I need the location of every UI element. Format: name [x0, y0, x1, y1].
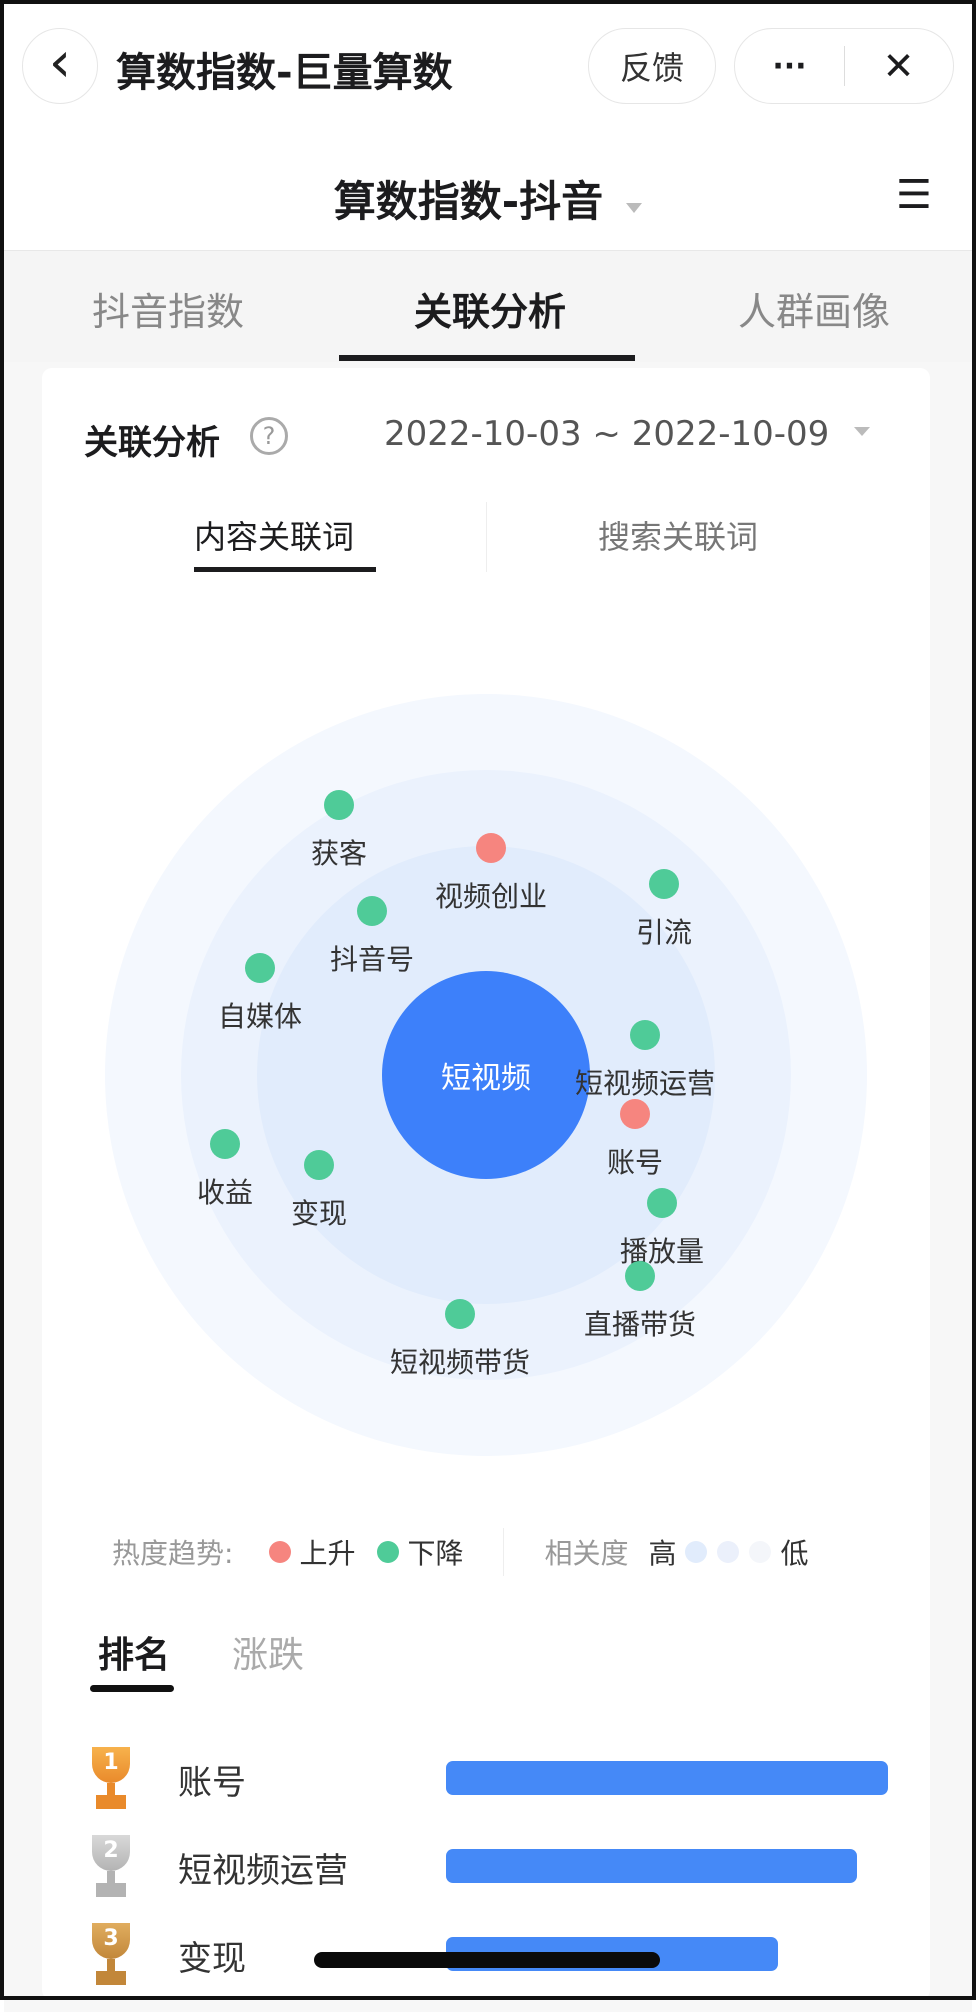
- node-label[interactable]: 获客: [310, 837, 368, 870]
- divider: [486, 502, 487, 572]
- main-tabs: 抖音指数 关联分析 人群画像: [4, 250, 972, 362]
- more-button[interactable]: ···: [772, 48, 807, 84]
- feedback-button[interactable]: 反馈: [588, 28, 716, 104]
- relevance-mid-dot: [716, 1541, 739, 1563]
- fall-node-dot[interactable]: [210, 1129, 240, 1159]
- rank-number: 1: [92, 1747, 130, 1783]
- chevron-left-icon: ‹: [48, 30, 72, 95]
- legend: 热度趋势: 上升 下降 相关度 高 低: [112, 1528, 809, 1576]
- trophy-icon: 1: [86, 1747, 136, 1811]
- relation-card: 关联分析 ? 2022-10-03 ~ 2022-10-09 内容关联词 搜索关…: [42, 368, 930, 2000]
- node-label[interactable]: 短视频运营: [574, 1067, 716, 1100]
- ranking-label: 短视频运营: [178, 1851, 348, 1891]
- subtab-search-words[interactable]: 搜索关联词: [598, 518, 759, 556]
- fall-node-dot[interactable]: [304, 1150, 334, 1180]
- node-label[interactable]: 变现: [290, 1197, 348, 1230]
- capsule-menu: ··· ✕: [734, 28, 954, 104]
- rise-dot-icon: [269, 1541, 292, 1563]
- trophy-icon: 3: [86, 1923, 136, 1987]
- fall-node-dot[interactable]: [245, 953, 275, 983]
- tab-audience-profile[interactable]: 人群画像: [737, 290, 890, 334]
- rise-node-dot[interactable]: [476, 833, 506, 863]
- node-label[interactable]: 短视频带货: [389, 1346, 531, 1379]
- hamburger-menu-icon[interactable]: ☰: [896, 172, 932, 218]
- node-label[interactable]: 引流: [635, 916, 693, 949]
- center-keyword[interactable]: 短视频: [382, 971, 590, 1179]
- tab-ranking[interactable]: 排名: [98, 1635, 171, 1676]
- node-label[interactable]: 抖音号: [329, 943, 415, 976]
- help-icon[interactable]: ?: [250, 417, 288, 455]
- fall-node-dot[interactable]: [324, 790, 354, 820]
- relevance-high-dot: [684, 1541, 707, 1563]
- ranking-row[interactable]: 1 账号: [42, 1743, 930, 1813]
- fall-node-dot[interactable]: [357, 896, 387, 926]
- date-range-value: 2022-10-03 ~ 2022-10-09: [384, 414, 830, 454]
- divider: [503, 1528, 505, 1576]
- node-label[interactable]: 收益: [196, 1176, 254, 1209]
- active-tab-indicator: [339, 355, 635, 361]
- subtab-content-words[interactable]: 内容关联词: [194, 518, 355, 556]
- divider: [843, 46, 845, 86]
- tab-relation-analysis[interactable]: 关联分析: [413, 290, 566, 334]
- fall-dot-icon: [377, 1541, 400, 1563]
- trophy-icon: 2: [86, 1835, 136, 1899]
- legend-rise: 上升: [299, 1537, 356, 1570]
- caret-down-icon: [626, 202, 643, 221]
- rank-tab-indicator: [90, 1685, 174, 1692]
- date-range-select[interactable]: 2022-10-03 ~ 2022-10-09: [384, 414, 871, 454]
- legend-high: 高: [648, 1537, 677, 1570]
- fall-node-dot[interactable]: [445, 1299, 475, 1329]
- section-title: 关联分析: [84, 423, 220, 463]
- rise-node-dot[interactable]: [620, 1099, 650, 1129]
- window-title: 算数指数-巨量算数: [116, 50, 453, 96]
- fall-node-dot[interactable]: [625, 1261, 655, 1291]
- page-header[interactable]: 算数指数-抖音: [0, 168, 976, 229]
- fall-node-dot[interactable]: [649, 869, 679, 899]
- tab-douyin-index[interactable]: 抖音指数: [91, 290, 244, 334]
- subtab-indicator: [194, 567, 376, 572]
- tab-change[interactable]: 涨跌: [232, 1635, 305, 1676]
- fall-node-dot[interactable]: [630, 1020, 660, 1050]
- node-label[interactable]: 自媒体: [217, 1000, 303, 1033]
- back-button[interactable]: ‹: [22, 28, 98, 104]
- rank-number: 2: [92, 1835, 130, 1871]
- relevance-low-dot: [748, 1541, 771, 1563]
- node-label[interactable]: 直播带货: [583, 1308, 697, 1341]
- legend-low: 低: [780, 1537, 809, 1570]
- home-indicator[interactable]: [314, 1952, 660, 1968]
- caret-down-icon: [854, 427, 871, 444]
- ranking-label: 账号: [178, 1763, 246, 1803]
- rank-number: 3: [92, 1923, 130, 1959]
- ranking-row[interactable]: 2 短视频运营: [42, 1831, 930, 1901]
- legend-fall: 下降: [407, 1537, 464, 1570]
- ranking-bar: [446, 1761, 888, 1795]
- ranking-bar: [446, 1849, 858, 1883]
- node-label[interactable]: 账号: [606, 1146, 664, 1179]
- fall-node-dot[interactable]: [647, 1188, 677, 1218]
- node-label[interactable]: 视频创业: [434, 880, 548, 913]
- ranking-label: 变现: [178, 1939, 246, 1979]
- legend-trend-label: 热度趋势:: [112, 1537, 234, 1570]
- legend-relevance-label: 相关度: [544, 1537, 629, 1570]
- relation-chart: 短视频 获客视频创业引流抖音号自媒体短视频运营账号收益变现播放量直播带货短视频带…: [42, 368, 930, 1768]
- page-title: 算数指数-抖音: [333, 177, 604, 226]
- close-button[interactable]: ✕: [882, 44, 915, 88]
